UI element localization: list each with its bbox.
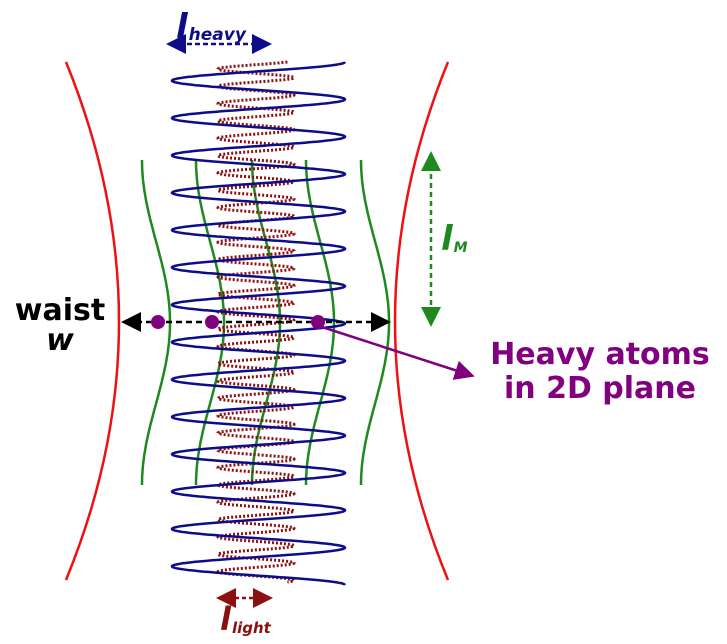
l-heavy-subscript: heavy xyxy=(189,25,247,45)
beam-waist-right xyxy=(393,61,450,581)
heavy-atom xyxy=(311,315,325,329)
l-m-label: lM xyxy=(441,219,468,259)
l-m-symbol: l xyxy=(441,219,454,259)
heavy-atom xyxy=(205,315,219,329)
l-heavy-symbol: l xyxy=(176,7,189,47)
l-m-subscript: M xyxy=(454,240,468,256)
waist-label: waist xyxy=(15,293,105,328)
heavy-atom xyxy=(151,315,165,329)
l-light-subscript: light xyxy=(232,619,272,637)
atoms-pointer-arrow xyxy=(321,325,475,380)
atoms-label-line2: in 2D plane xyxy=(504,371,696,406)
l-light-symbol: l xyxy=(220,600,232,638)
beam-waist-left xyxy=(64,61,121,581)
l-light-label: llight xyxy=(220,600,272,638)
m-lattice-wave xyxy=(359,160,391,485)
atoms-label-line1: Heavy atoms xyxy=(490,337,710,372)
l-heavy-label: lheavy xyxy=(176,7,247,47)
waist-symbol: w xyxy=(46,323,74,358)
